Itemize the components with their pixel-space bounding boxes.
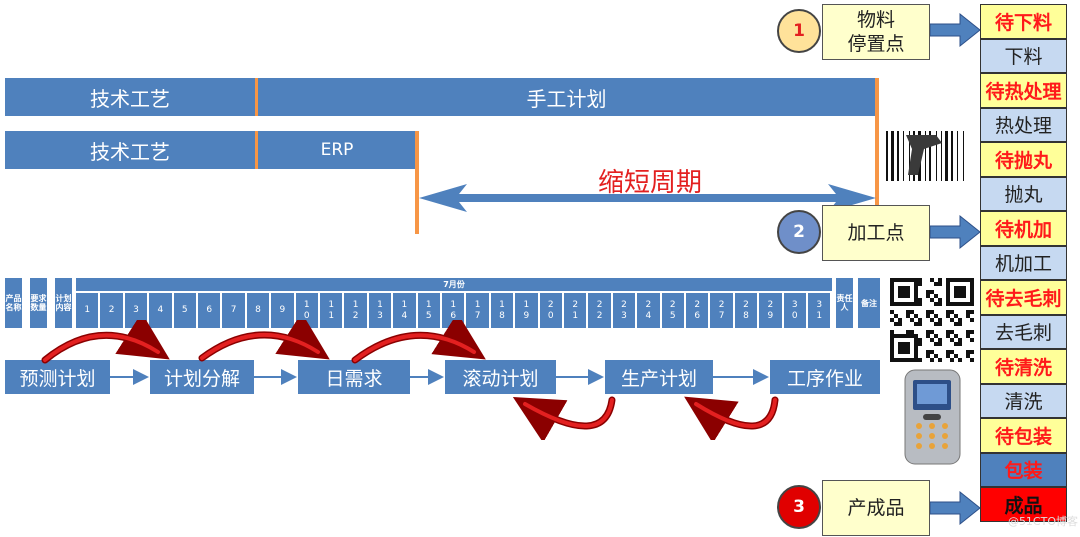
shorten-cycle-arrow xyxy=(419,184,876,212)
flow-forecast-plan: 预测计划 xyxy=(5,360,110,394)
qr-code-icon xyxy=(890,278,974,362)
flow-connectors xyxy=(41,320,779,440)
day-cell: 2 4 xyxy=(637,293,660,328)
day-cell: 2 2 xyxy=(588,293,611,328)
bar-divider xyxy=(255,78,258,116)
day-cell: 2 3 xyxy=(612,293,636,328)
col-plan-content: 计划内容 xyxy=(55,278,72,328)
day-cell: 2 6 xyxy=(686,293,709,328)
day-cell: 4 xyxy=(149,293,172,328)
day-cell: 1 8 xyxy=(490,293,514,328)
process-step: 待下料 xyxy=(980,4,1067,39)
day-cell: 1 1 xyxy=(320,293,343,328)
flow-production-plan: 生产计划 xyxy=(605,360,713,394)
day-cell: 7 xyxy=(222,293,245,328)
marker-1: 1 xyxy=(777,9,821,53)
callout-arrows xyxy=(930,12,981,526)
day-cell: 2 9 xyxy=(759,293,782,328)
day-cell: 2 5 xyxy=(661,293,684,328)
day-cell: 1 xyxy=(76,293,99,328)
day-cell: 1 5 xyxy=(417,293,440,328)
col-required-qty: 要求数量 xyxy=(30,278,47,328)
bar-craft-2: 技术工艺 xyxy=(5,131,255,169)
day-cell: 1 4 xyxy=(393,293,416,328)
marker-2: 2 xyxy=(777,210,821,254)
day-cell: 5 xyxy=(173,293,196,328)
day-cell: 6 xyxy=(198,293,221,328)
flow-curved-arrows xyxy=(41,320,779,440)
process-step: 待清洗 xyxy=(980,349,1067,384)
process-step: 待包装 xyxy=(980,418,1067,453)
flow-rolling-plan: 滚动计划 xyxy=(445,360,556,394)
day-cell: 2 0 xyxy=(539,293,562,328)
day-cell: 8 xyxy=(246,293,270,328)
bar-craft-1: 技术工艺 xyxy=(5,78,255,116)
flow-plan-decompose: 计划分解 xyxy=(150,360,254,394)
process-step: 待抛丸 xyxy=(980,142,1067,177)
process-step: 去毛刺 xyxy=(980,314,1067,349)
process-step: 抛丸 xyxy=(980,176,1067,211)
day-cell: 1 7 xyxy=(466,293,489,328)
process-step: 待去毛刺 xyxy=(980,280,1067,315)
day-cell: 3 xyxy=(124,293,148,328)
day-cell: 2 7 xyxy=(710,293,733,328)
col-owner: 责任人 xyxy=(836,278,853,328)
bar-erp: ERP xyxy=(258,131,416,169)
day-cell: 3 1 xyxy=(808,293,831,328)
process-step: 下料 xyxy=(980,38,1067,73)
barcode-scanner-image xyxy=(884,127,976,185)
col-note: 备注 xyxy=(858,278,880,328)
handheld-terminal-icon xyxy=(904,369,961,465)
marker-3: 3 xyxy=(777,485,821,529)
erp-end-line xyxy=(415,131,419,234)
day-cell: 1 9 xyxy=(515,293,538,328)
day-cell: 2 8 xyxy=(734,293,758,328)
callout-material-stop: 物料 停置点 xyxy=(822,4,930,60)
manual-plan-end-line xyxy=(875,78,879,206)
process-step: 待机加 xyxy=(980,211,1067,246)
day-cell: 1 6 xyxy=(442,293,465,328)
day-cell: 2 xyxy=(100,293,123,328)
day-cell: 2 1 xyxy=(564,293,587,328)
process-step: 成品 xyxy=(980,487,1067,522)
shorten-cycle-label: 缩短周期 xyxy=(597,167,702,198)
col-product-name: 产品名称 xyxy=(5,278,22,328)
flow-operation: 工序作业 xyxy=(770,360,880,394)
day-cell: 1 2 xyxy=(344,293,367,328)
day-cell: 3 0 xyxy=(783,293,806,328)
qr-code-image xyxy=(890,278,974,362)
month-header: 7月份 xyxy=(76,278,832,291)
flow-daily-demand: 日需求 xyxy=(298,360,410,394)
process-step: 机加工 xyxy=(980,245,1067,280)
barcode-icon xyxy=(886,131,964,181)
day-cell: 1 0 xyxy=(295,293,318,328)
watermark: @51CTO博客 xyxy=(1007,515,1078,528)
process-step: 包装 xyxy=(980,452,1067,487)
day-cell: 1 3 xyxy=(368,293,392,328)
bar-divider xyxy=(255,131,258,169)
day-cell: 9 xyxy=(271,293,294,328)
callout-processing: 加工点 xyxy=(822,205,930,261)
process-step: 待热处理 xyxy=(980,73,1067,108)
callout-finished: 产成品 xyxy=(822,480,930,536)
process-step: 热处理 xyxy=(980,107,1067,142)
bar-manual-plan: 手工计划 xyxy=(258,78,875,116)
process-step: 清洗 xyxy=(980,383,1067,418)
